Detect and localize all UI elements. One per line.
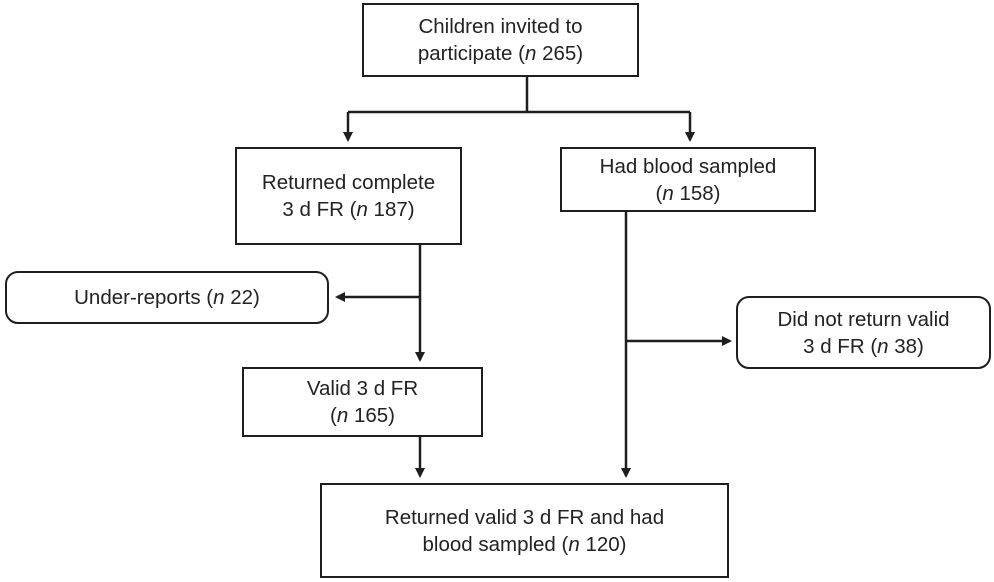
blood-sampled-n-symbol: n <box>662 181 674 205</box>
final-line2-pre: blood sampled ( <box>422 532 569 556</box>
blood-sampled-line2-pre: ( <box>655 181 663 205</box>
final-count: 120) <box>579 532 627 556</box>
returned-complete-count: 187) <box>367 198 415 221</box>
valid-fr-line2-pre: ( <box>330 404 337 427</box>
did-not-return-n-symbol: n <box>877 334 889 358</box>
returned-complete-line1: Returned complete <box>261 171 436 194</box>
under-reports-box: Under-reports (n 22) <box>5 271 329 324</box>
valid-fr-count: 165) <box>348 404 395 427</box>
did-not-return-line2-pre: 3 d FR ( <box>803 334 878 358</box>
blood-sampled-count: 158) <box>673 181 721 205</box>
valid-fr-n-symbol: n <box>336 404 349 427</box>
returned-complete-n-symbol: n <box>356 198 368 221</box>
final-box: Returned valid 3 d FR and had blood samp… <box>320 483 729 578</box>
invited-line1: Children invited to <box>418 15 583 38</box>
final-line1: Returned valid 3 d FR and had <box>384 505 665 529</box>
invited-count: 265) <box>536 42 584 65</box>
invited-line2-pre: participate ( <box>417 42 525 65</box>
returned-complete-box: Returned complete 3 d FR (n 187) <box>235 147 462 245</box>
invited-box: Children invited to participate (n 265) <box>362 3 639 77</box>
blood-sampled-box: Had blood sampled (n 158) <box>560 147 816 212</box>
blood-sampled-line1: Had blood sampled <box>599 154 777 178</box>
under-reports-pre: Under-reports ( <box>74 286 214 309</box>
invited-n-symbol: n <box>524 42 537 65</box>
returned-complete-line2-pre: 3 d FR ( <box>282 198 357 221</box>
did-not-return-box: Did not return valid 3 d FR (n 38) <box>736 296 991 369</box>
did-not-return-count: 38) <box>888 334 924 358</box>
under-reports-n-symbol: n <box>213 286 225 309</box>
valid-fr-box: Valid 3 d FR (n 165) <box>242 367 483 437</box>
final-n-symbol: n <box>568 532 580 556</box>
under-reports-count: 22) <box>224 286 260 309</box>
did-not-return-line1: Did not return valid <box>777 307 950 331</box>
valid-fr-line1: Valid 3 d FR <box>306 377 419 400</box>
